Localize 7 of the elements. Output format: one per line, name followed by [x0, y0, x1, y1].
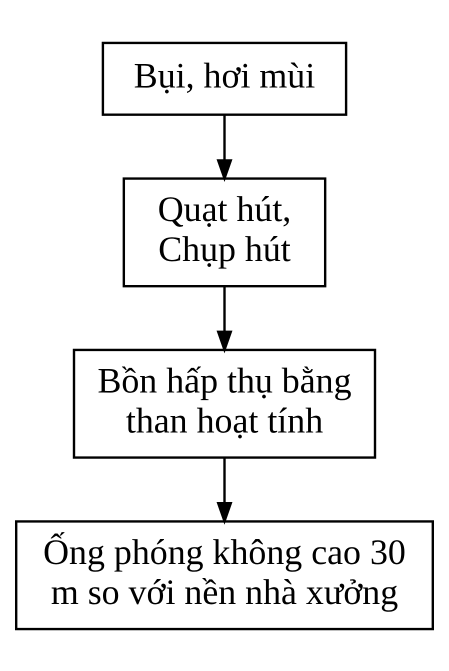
- node-box: Ống phóng không cao 30 m so với nền nhà xưởng: [15, 520, 434, 630]
- arrow: [216, 457, 232, 524]
- node-box: Bụi, hơi mùi: [102, 41, 348, 116]
- arrow: [216, 114, 232, 182]
- node-box: Bồn hấp thụ bằng than hoạt tính: [72, 348, 376, 458]
- arrow: [216, 286, 232, 353]
- node-box: Quạt hút, Chụp hút: [122, 176, 326, 287]
